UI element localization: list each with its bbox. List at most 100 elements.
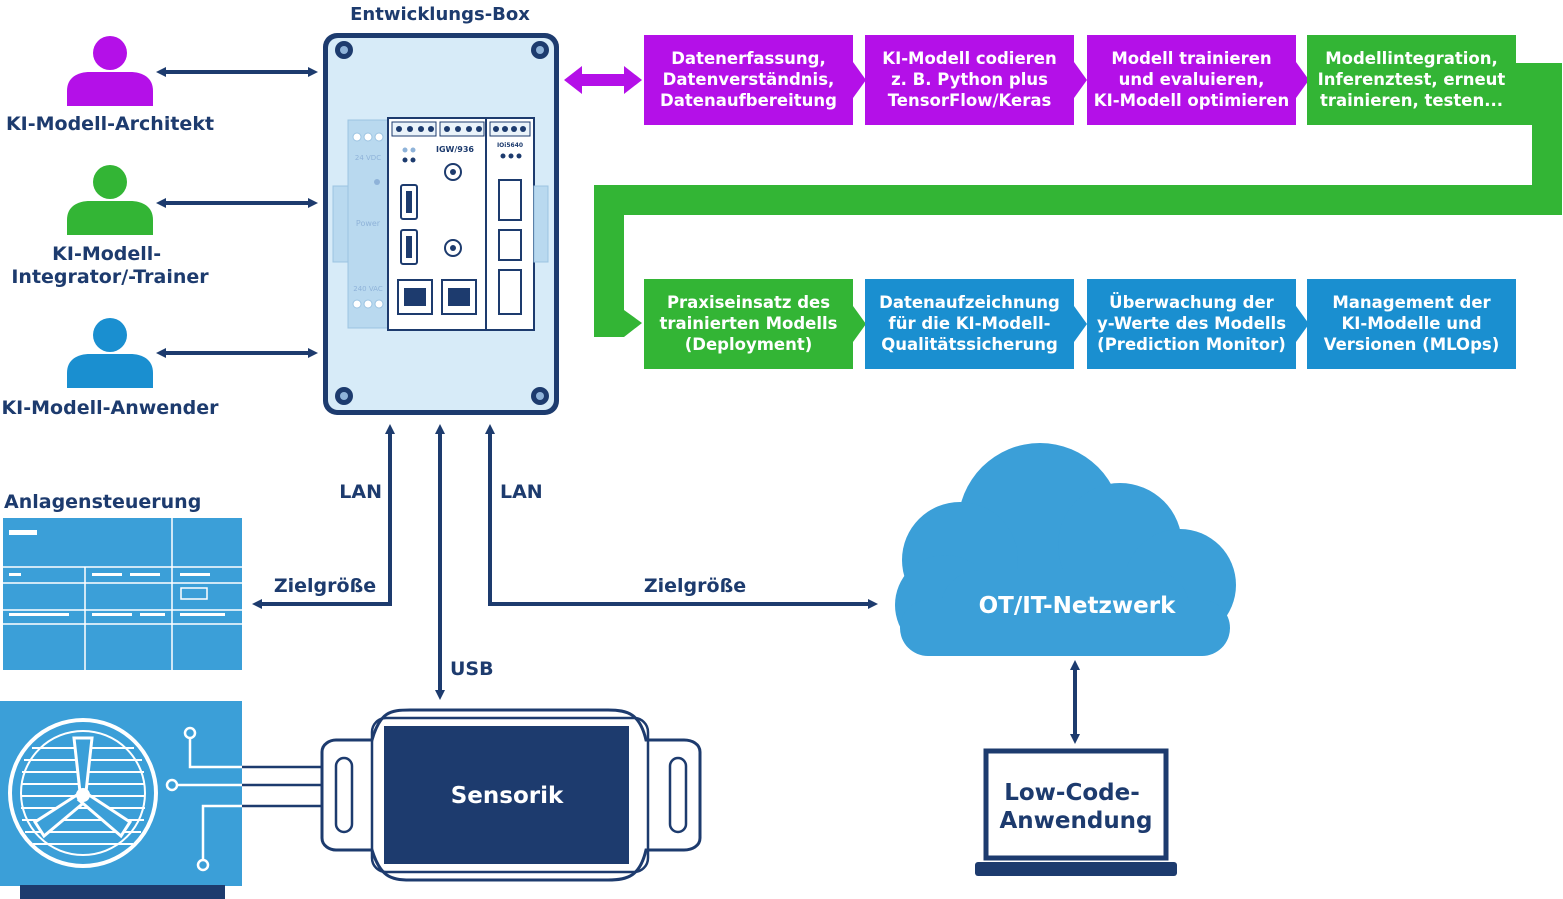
role-label: KI-Modell-Architekt — [6, 113, 214, 135]
role-label-line: Integrator/-Trainer — [11, 266, 209, 288]
workflow-step-box — [644, 35, 853, 125]
screw-icon — [531, 41, 549, 59]
role-label: KI-Modell-Anwender — [1, 397, 219, 419]
workflow-step-line: TensorFlow/Keras — [888, 91, 1052, 110]
antenna-port-icon — [444, 163, 462, 181]
workflow-step-label: Modellintegration, Inferenztest, erneut tr… — [1318, 49, 1506, 110]
io-module: IOi5640 — [485, 117, 535, 331]
cloud-icon: OT/IT-Netzwerk — [895, 443, 1236, 656]
dev-box-title: Entwicklungs-Box — [350, 4, 530, 25]
workflow-step: Praxiseinsatz des trainierten Modells (Dep… — [644, 279, 866, 369]
workflow-step-line: KI-Modell optimieren — [1094, 91, 1289, 110]
role-label-line: KI-Modell-Architekt — [6, 113, 214, 135]
workflow-step-box — [1307, 35, 1516, 125]
antenna-port-icon — [444, 239, 462, 257]
sensor-device: Sensorik — [320, 708, 702, 882]
workflow-step-box — [865, 279, 1074, 369]
screw-icon — [531, 387, 549, 405]
workflow-step-box — [644, 279, 853, 369]
dev-box: 24 VDC Power 240 VAC IGW/936 — [323, 33, 559, 415]
laptop-label-line: Low-Code- — [1004, 780, 1140, 806]
fan-unit-icon — [0, 701, 242, 899]
fan-sensor-wires — [242, 765, 322, 808]
workflow-step-line: Management der — [1332, 293, 1491, 312]
workflow-chevron — [1296, 306, 1309, 342]
usb-port-icon — [400, 184, 418, 220]
workflow-step-line: Versionen (MLOps) — [1324, 335, 1500, 354]
role-architect: KI-Modell-Architekt — [6, 36, 214, 135]
usb-label: USB — [450, 658, 494, 680]
vdc-label: 24 VDC — [355, 154, 381, 162]
workflow-step-line: Qualitätssicherung — [881, 335, 1058, 354]
workflow-step-box — [1087, 35, 1296, 125]
workflow-step-line: trainieren, testen... — [1320, 91, 1503, 110]
workflow-chevron — [1296, 62, 1309, 98]
laptop-label: Low-Code- Anwendung — [999, 780, 1152, 834]
workflow-step-line: Inferenztest, erneut — [1318, 70, 1506, 89]
workflow-chevron — [1074, 306, 1087, 342]
dev-box-to-workflow-arrow — [564, 66, 642, 94]
laptop-icon: Low-Code- Anwendung — [975, 748, 1177, 876]
usb-port-icon — [400, 229, 418, 265]
workflow-row-2: Praxiseinsatz des trainierten Modells (Dep… — [644, 279, 1516, 369]
workflow-step-line: KI-Modell codieren — [882, 49, 1056, 68]
cloud-label: OT/IT-Netzwerk — [979, 593, 1176, 619]
workflow-step-line: Modellintegration, — [1325, 49, 1498, 68]
power-label: Power — [356, 219, 381, 228]
workflow-step-line: Datenaufbereitung — [660, 91, 837, 110]
workflow-step-line: und evaluieren, — [1119, 70, 1265, 89]
person-head — [93, 318, 127, 352]
role-label-line: KI-Modell- — [52, 243, 161, 265]
workflow-step: Datenaufzeichnung für die KI-Modell- Quali… — [865, 279, 1087, 369]
workflow-step-box — [1087, 279, 1296, 369]
workflow-step-line: Datenaufzeichnung — [879, 293, 1060, 312]
workflow-step-line: Modell trainieren — [1111, 49, 1271, 68]
plc-icon — [3, 518, 242, 670]
ethernet-port-icon — [397, 279, 433, 315]
plant-control-title: Anlagensteuerung — [4, 491, 201, 513]
workflow-step-line: y-Werte des Modells — [1097, 314, 1286, 333]
person-head — [93, 165, 127, 199]
workflow-chevron — [853, 306, 866, 342]
sensor-label: Sensorik — [451, 783, 564, 809]
workflow-step-line: KI-Modelle und — [1341, 314, 1481, 333]
workflow-step: Datenerfassung, Datenverständnis, Datenauf… — [644, 35, 866, 125]
person-body — [67, 72, 153, 106]
workflow-step-line: (Deployment) — [685, 335, 813, 354]
person-icon — [67, 36, 153, 106]
workflow-step-box — [865, 35, 1074, 125]
person-body — [67, 354, 153, 388]
person-icon — [67, 318, 153, 388]
workflow-chevron — [853, 62, 866, 98]
workflow-step-label: Praxiseinsatz des trainierten Modells (Dep… — [659, 293, 837, 354]
module-label: IGW/936 — [436, 145, 474, 154]
lan-right-label: LAN — [500, 481, 543, 503]
power-module: 24 VDC Power 240 VAC — [347, 119, 389, 329]
workflow-step-line: trainierten Modells — [659, 314, 837, 333]
workflow-step-line: z. B. Python plus — [891, 70, 1048, 89]
workflow-step-line: für die KI-Modell- — [889, 314, 1051, 333]
workflow-step-label: Datenaufzeichnung für die KI-Modell- Quali… — [879, 293, 1060, 354]
workflow-step: Modell trainieren und evaluieren, KI-Model… — [1087, 35, 1309, 125]
workflow-step-line: Datenverständnis, — [663, 70, 835, 89]
workflow-step-line: Datenerfassung, — [671, 49, 826, 68]
target-left-label: Zielgröße — [274, 575, 376, 597]
role-user: KI-Modell-Anwender — [1, 318, 219, 419]
role-integrator: KI-Modell- Integrator/-Trainer — [11, 165, 209, 288]
target-right-label: Zielgröße — [644, 575, 746, 597]
workflow-step-line: Praxiseinsatz des — [667, 293, 830, 312]
lan-link-network — [485, 424, 878, 609]
person-body — [67, 201, 153, 235]
io-label: IOi5640 — [497, 142, 523, 149]
workflow-step-line: (Prediction Monitor) — [1097, 335, 1286, 354]
workflow-step-label: Modell trainieren und evaluieren, KI-Model… — [1094, 49, 1289, 110]
screw-icon — [335, 387, 353, 405]
workflow-connector — [594, 63, 1562, 337]
